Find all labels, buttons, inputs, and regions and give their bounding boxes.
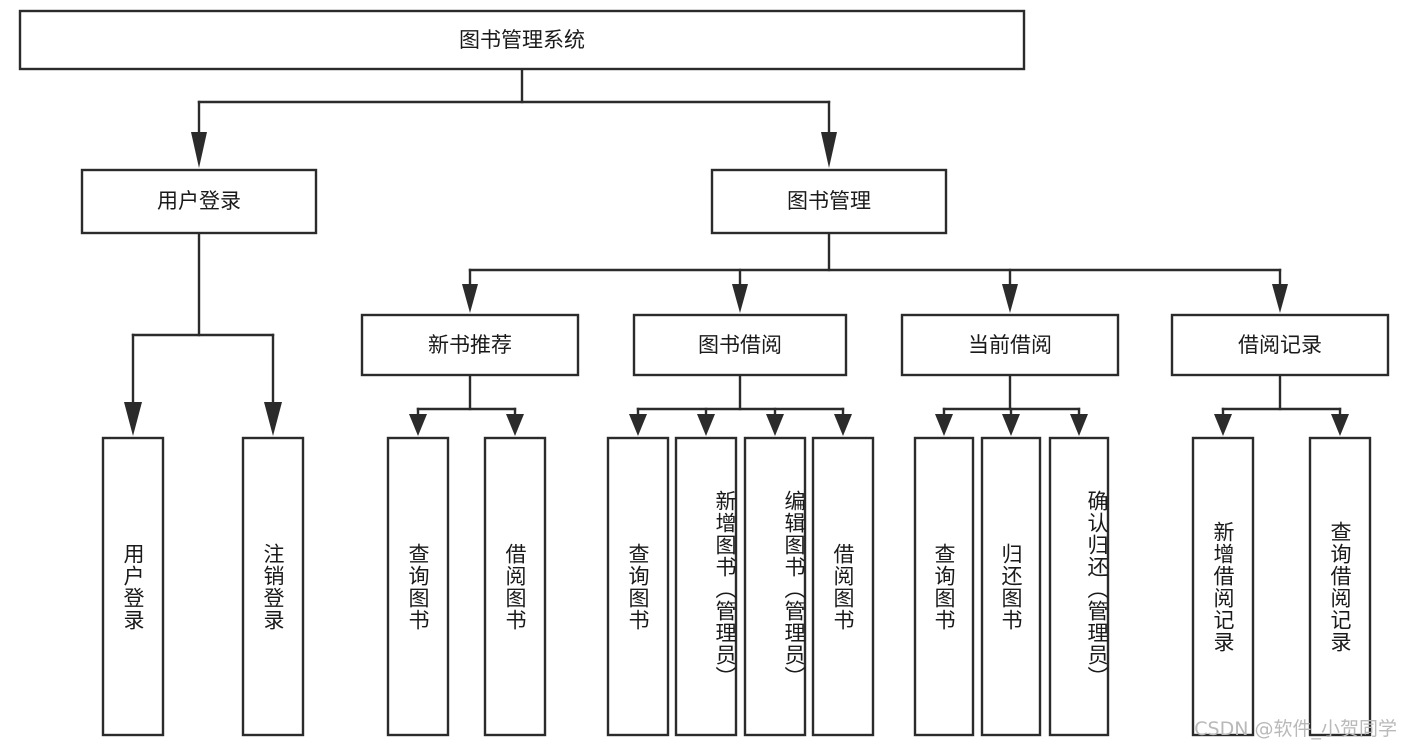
arrow-to-book-mgmt [821,132,837,168]
node-book-borrow[interactable] [632,313,848,377]
node-current-borrow-label: 当前借阅 [968,333,1052,357]
arrow-leaf-query-book-a [409,414,427,436]
arrow-to-book-borrow [732,284,748,313]
node-borrow-record-label: 借阅记录 [1238,333,1322,357]
leaf-box-query-book-c[interactable] [913,436,975,737]
node-layer: 图书管理系统 用户登录 图书管理 新书推荐 图书借阅 当前借阅 借阅记录 [18,9,1390,737]
arrow-to-user-login [191,132,207,168]
arrow-to-new-books [462,284,478,313]
node-root-system[interactable] [18,9,1026,71]
node-new-book-recommend-label: 新书推荐 [428,333,512,357]
node-new-book-recommend[interactable] [360,313,580,377]
leaf-box-borrow-book-a[interactable] [483,436,547,737]
leaf-box-return-book[interactable] [980,436,1042,737]
arrow-to-current-borrow [1002,284,1018,313]
arrow-leaf-edit-book [766,414,784,436]
leaf-box-add-borrow-record[interactable] [1191,436,1255,737]
arrow-leaf-borrow-book-a [506,414,524,436]
arrow-leaf-query-book-b [629,414,647,436]
node-book-management[interactable] [710,168,948,235]
arrow-leaf-confirm-return [1070,414,1088,436]
leaf-box-logout-login[interactable] [241,436,305,737]
connector-layer [124,67,1349,436]
leaf-box-query-book-b[interactable] [606,436,670,737]
arrow-leaf-return-book [1002,414,1020,436]
node-root-system-label: 图书管理系统 [459,28,585,52]
leaf-box-user-login[interactable] [101,436,165,737]
arrow-to-borrow-record [1272,284,1288,313]
node-current-borrow[interactable] [900,313,1120,377]
arrow-leaf-query-record [1331,414,1349,436]
leaf-box-borrow-book-b[interactable] [811,436,875,737]
arrow-leaf-add-book [697,414,715,436]
arrow-leaf-logout-login [264,402,282,436]
leaf-box-add-book-admin[interactable] [674,436,738,737]
arrow-leaf-borrow-book-b [834,414,852,436]
leaf-box-query-borrow-record[interactable] [1308,436,1372,737]
node-user-login[interactable] [80,168,318,235]
arrow-leaf-query-book-c [935,414,953,436]
arrow-leaf-user-login [124,402,142,436]
leaf-box-edit-book-admin[interactable] [743,436,807,737]
leaf-box-confirm-return-admin[interactable] [1048,436,1110,737]
node-book-borrow-label: 图书借阅 [698,333,782,357]
arrow-leaf-add-record [1214,414,1232,436]
node-book-management-label: 图书管理 [787,189,871,213]
leaf-box-query-book-a[interactable] [386,436,450,737]
node-borrow-record[interactable] [1170,313,1390,377]
node-user-login-label: 用户登录 [157,189,241,213]
csdn-watermark: CSDN @软件_小贺同学 [1194,718,1397,740]
